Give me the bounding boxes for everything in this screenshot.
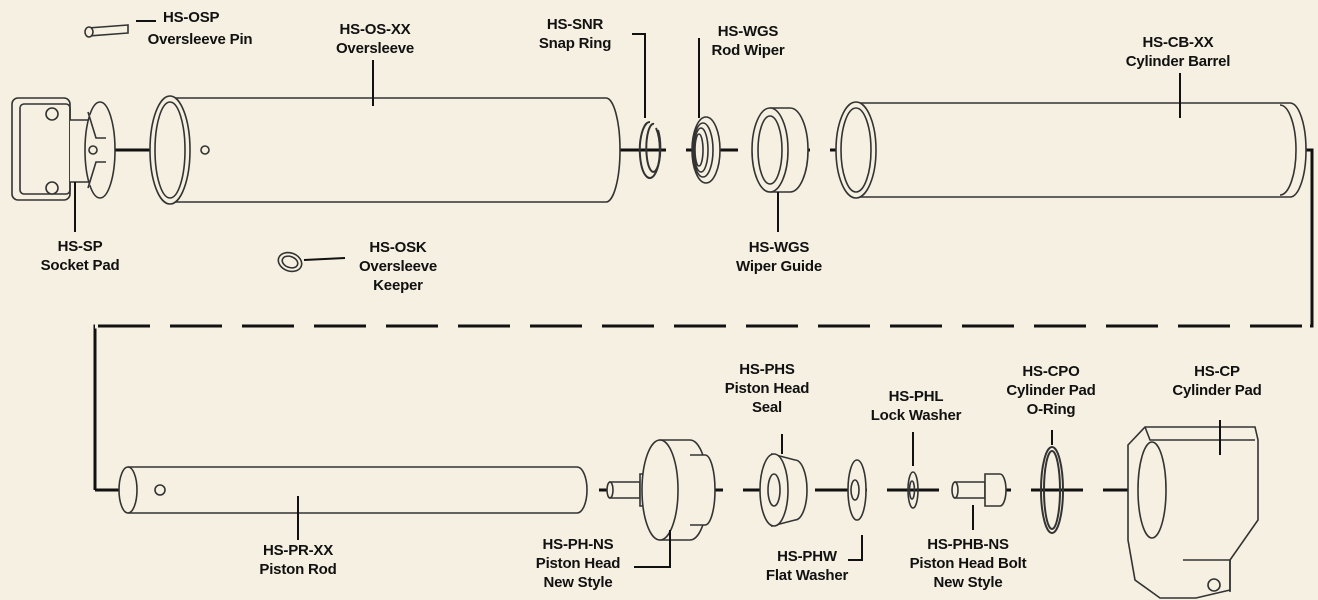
label-piston-head-bolt: HS-PHB-NS Piston Head Bolt New Style: [909, 536, 1027, 591]
snap-ring-drawing: [632, 33, 662, 179]
cylinder-pad-oring-drawing: [1040, 430, 1064, 534]
label-piston-rod: HS-PR-XX Piston Rod: [259, 542, 337, 578]
oversleeve-keeper-drawing: [277, 251, 346, 273]
label-lock-washer: HS-PHL Lock Washer: [870, 388, 962, 424]
label-oversleeve-keeper: HS-OSK Oversleeve Keeper: [358, 239, 438, 294]
label-flat-washer: HS-PHW Flat Washer: [765, 548, 849, 584]
oversleeve-drawing: [149, 60, 621, 205]
cylinder-pad-drawing: [1127, 420, 1259, 599]
label-cylinder-pad: HS-CP Cylinder Pad: [1172, 363, 1262, 399]
label-socket-pad: HS-SP Socket Pad: [40, 238, 120, 274]
label-oversleeve: HS-OS-XX Oversleeve: [335, 21, 415, 57]
label-oversleeve-pin-name: Oversleeve Pin: [147, 31, 253, 48]
flat-washer-drawing: [847, 459, 867, 561]
piston-head-seal-drawing: [759, 434, 808, 528]
label-wiper-guide: HS-WGS Wiper Guide: [735, 239, 823, 275]
socket-pad-drawing: [11, 97, 116, 232]
wiper-guide-drawing: [751, 107, 809, 232]
cylinder-barrel-drawing: [835, 73, 1307, 199]
label-piston-head: HS-PH-NS Piston Head New Style: [535, 536, 621, 591]
lock-washer-drawing: [907, 432, 919, 509]
oversleeve-pin-drawing: [84, 20, 156, 38]
label-oversleeve-pin-code: HS-OSP: [163, 9, 220, 26]
piston-rod-drawing: [118, 466, 588, 540]
rod-wiper-drawing: [691, 38, 721, 184]
label-cylinder-barrel: HS-CB-XX Cylinder Barrel: [1125, 34, 1231, 70]
label-piston-head-seal: HS-PHS Piston Head Seal: [724, 361, 810, 416]
label-rod-wiper: HS-WGS Rod Wiper: [711, 23, 785, 59]
piston-head-bolt-drawing: [951, 473, 1007, 530]
label-snap-ring: HS-SNR Snap Ring: [538, 16, 612, 52]
piston-head-drawing: [606, 439, 716, 568]
label-cylinder-pad-oring: HS-CPO Cylinder Pad O-Ring: [1006, 363, 1096, 418]
